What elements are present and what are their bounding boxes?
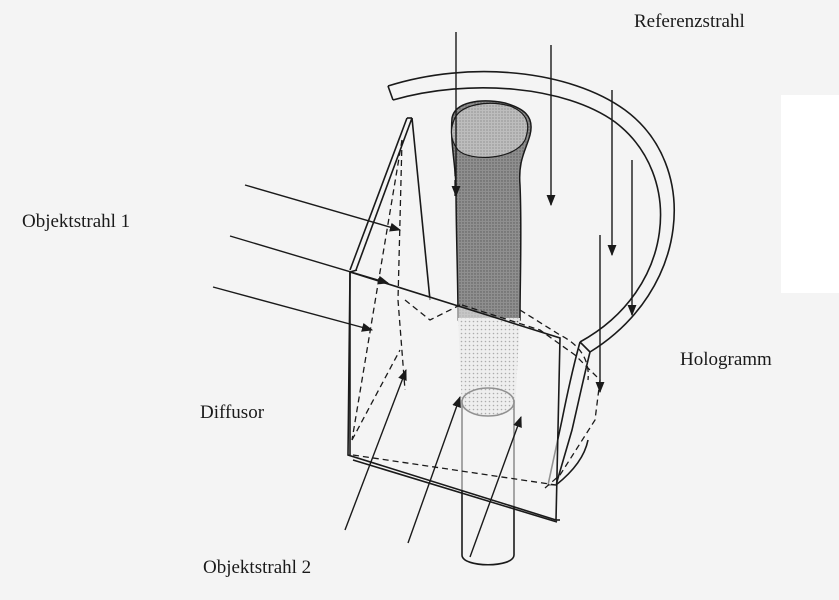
object-beam-1-arrows	[212, 184, 402, 332]
hologram-film	[387, 70, 675, 486]
reference-beam-label: Referenzstrahl	[634, 11, 745, 32]
object1-arrow-2	[229, 235, 390, 285]
diffuser-front-panel	[347, 269, 561, 523]
diffuser-label: Diffusor	[200, 402, 265, 423]
diffuser-back-panel	[349, 117, 431, 301]
object1-arrow-3	[212, 286, 374, 332]
bone-object	[450, 100, 532, 321]
hologram-label: Hologramm	[680, 349, 772, 370]
reference-beam-arrows	[451, 32, 637, 394]
object2-arrow-2	[407, 395, 461, 544]
object-beam-1-label: Objektstrahl 1	[22, 211, 131, 232]
object-beam-2-arrows	[344, 368, 522, 558]
object1-arrow-1	[244, 184, 402, 232]
white-patch	[781, 95, 839, 293]
object2-arrow-3	[469, 415, 522, 558]
object-beam-2-label: Objektstrahl 2	[203, 557, 312, 578]
object2-arrow-1	[344, 368, 407, 531]
